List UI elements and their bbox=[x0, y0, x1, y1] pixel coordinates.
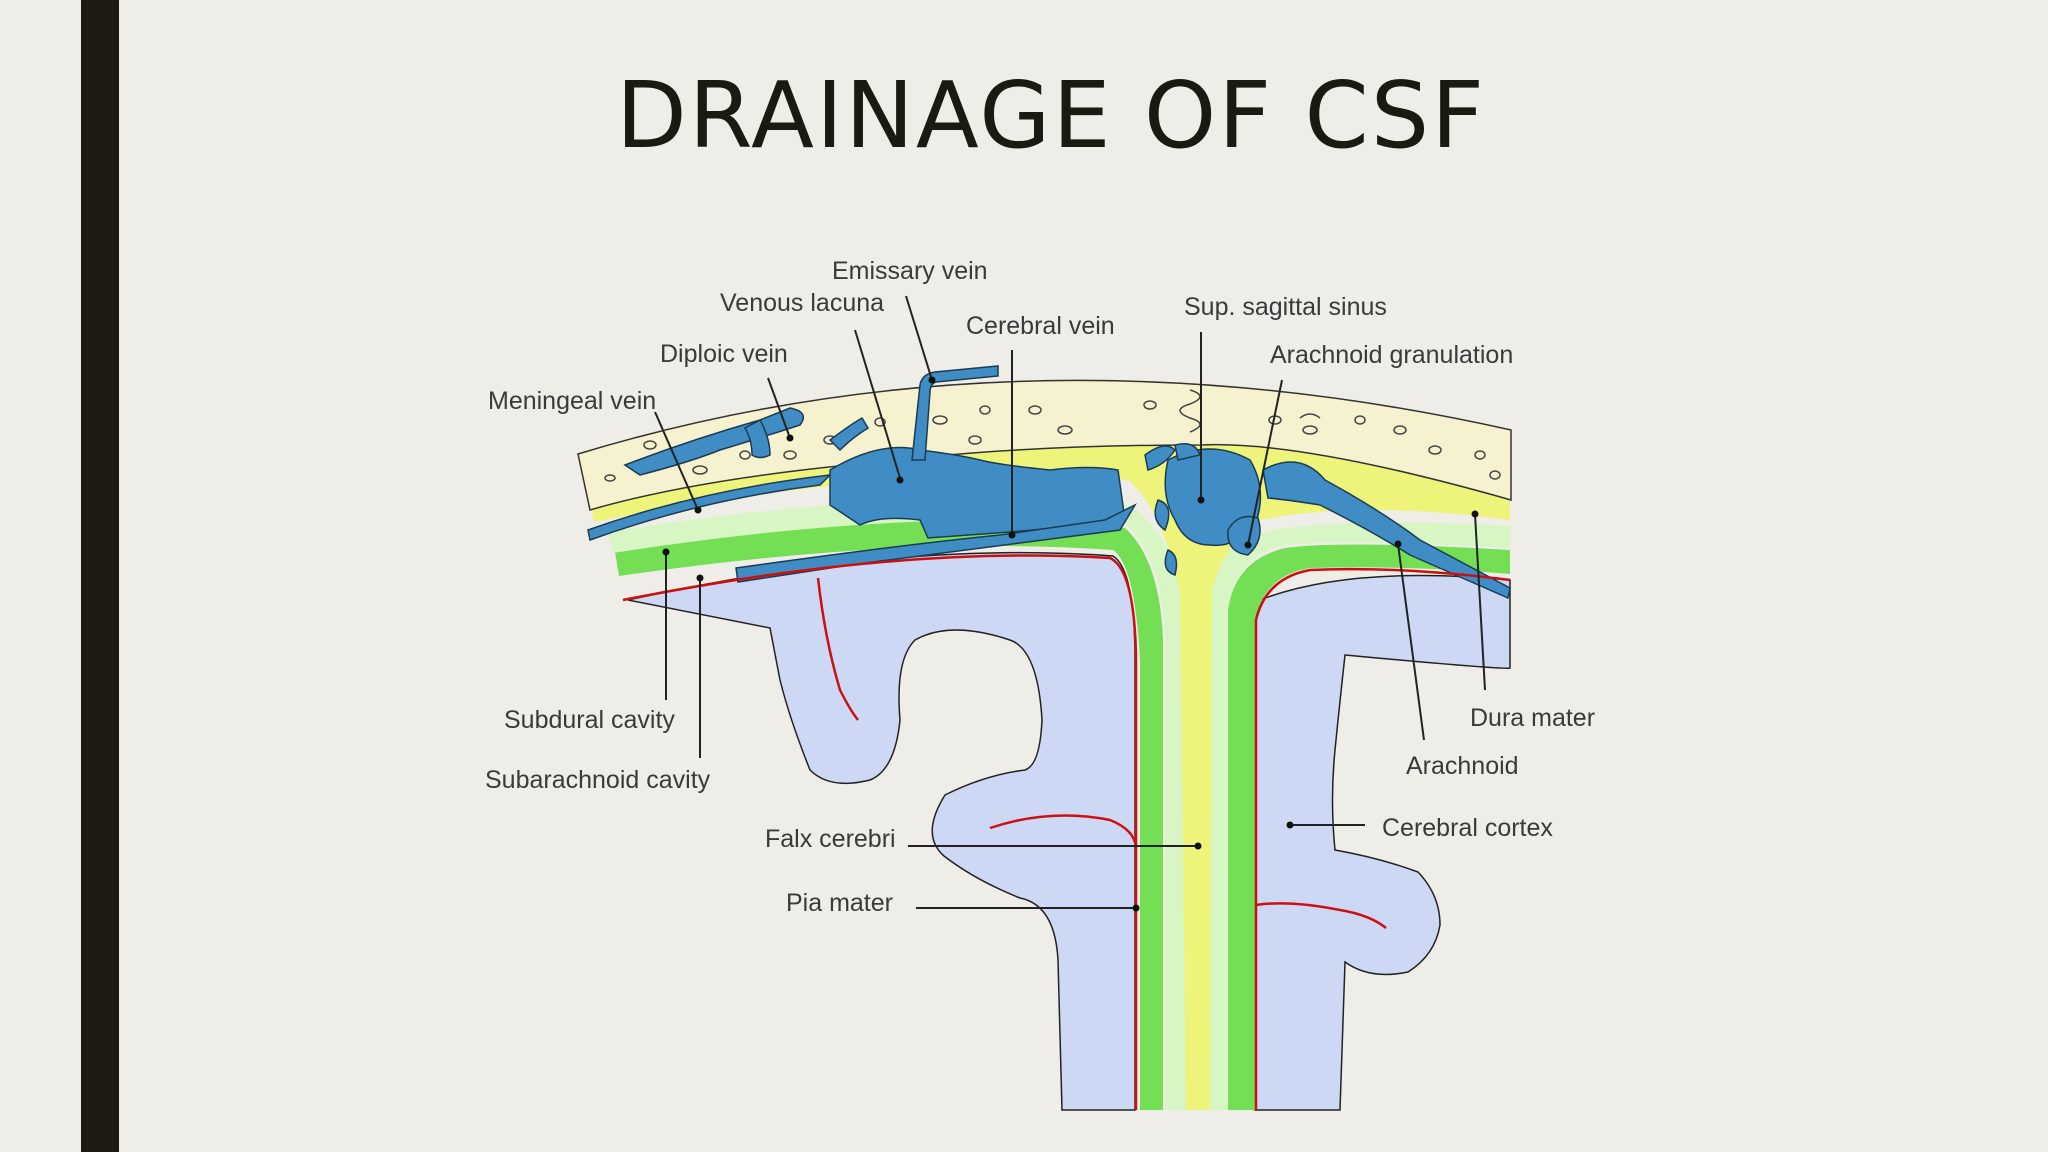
leader-lines bbox=[654, 295, 1486, 912]
venous-system bbox=[587, 365, 1511, 600]
label-subdural-cavity: Subdural cavity bbox=[504, 706, 675, 734]
label-arachnoid: Arachnoid bbox=[1406, 752, 1519, 780]
label-falx-cerebri: Falx cerebri bbox=[765, 825, 896, 853]
label-subarachnoid-cavity: Subarachnoid cavity bbox=[485, 766, 711, 794]
label-cerebral-vein: Cerebral vein bbox=[966, 312, 1115, 340]
accent-sidebar-bar bbox=[81, 0, 119, 1152]
cerebral-cortex-left bbox=[627, 551, 1136, 1111]
label-venous-lacuna: Venous lacuna bbox=[720, 289, 884, 317]
label-cerebral-cortex: Cerebral cortex bbox=[1382, 814, 1553, 842]
emissary-vein bbox=[911, 365, 999, 461]
label-dura-mater: Dura mater bbox=[1470, 704, 1595, 732]
label-diploic-vein: Diploic vein bbox=[660, 340, 788, 368]
slide-title: DRAINAGE OF CSF bbox=[615, 62, 1487, 169]
dura-layer bbox=[590, 431, 1510, 1110]
cerebral-vein bbox=[735, 503, 1137, 583]
label-arachnoid-granulation: Arachnoid granulation bbox=[1270, 341, 1513, 369]
label-emissary-vein: Emissary vein bbox=[832, 257, 988, 285]
label-meningeal-vein: Meningeal vein bbox=[488, 387, 656, 415]
cerebral-cortex-right bbox=[1254, 574, 1511, 1111]
label-pia-mater: Pia mater bbox=[786, 889, 893, 917]
label-sup-sagittal-sinus: Sup. sagittal sinus bbox=[1184, 293, 1387, 321]
pia-mater-vessels bbox=[622, 554, 1511, 1110]
